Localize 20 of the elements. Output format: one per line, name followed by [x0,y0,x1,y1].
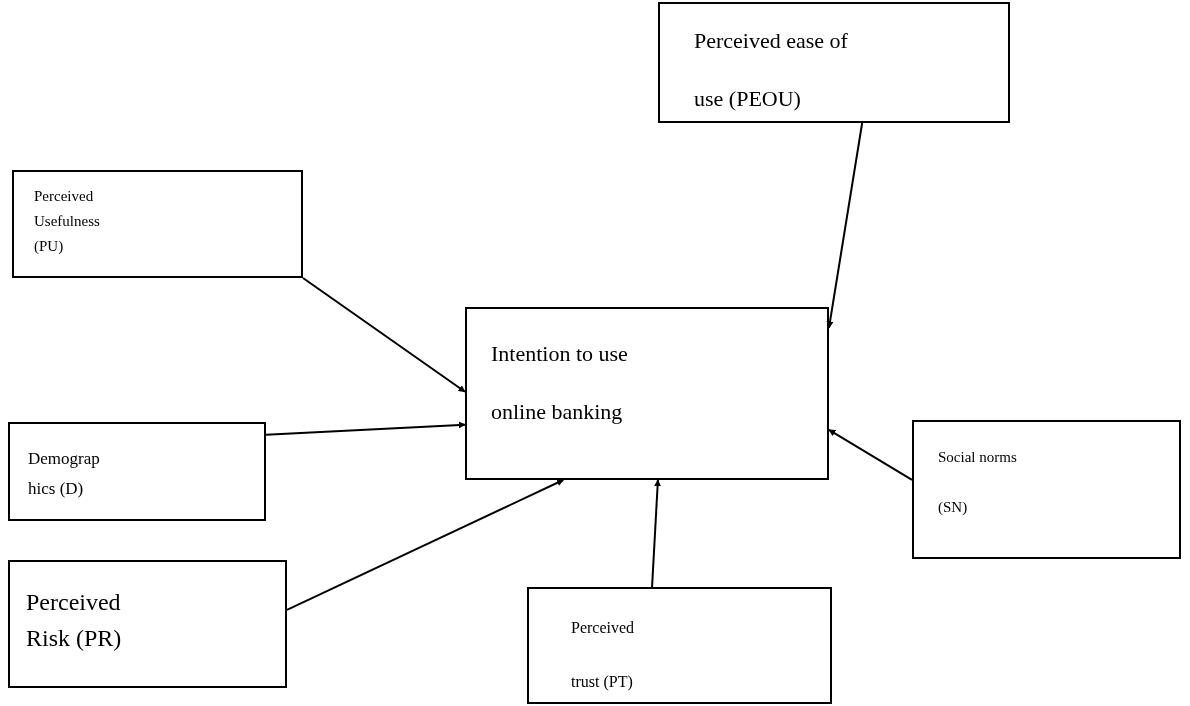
concept-box [912,420,1181,559]
concept-box [8,422,266,521]
box-text: Perceived ease of use (PEOU) [694,27,849,113]
concept-box [465,307,829,480]
box-text: Perceived trust (PT) [571,618,636,693]
box-text: Perceived Usefulness (PU) [34,187,101,256]
box-text: Intention to use online banking [491,340,629,426]
concept-box [658,2,1010,123]
arrow [286,479,565,611]
box-text: Demograp hics (D) [28,448,101,500]
box-text: Perceived Risk (PR) [26,588,123,653]
concept-box [12,170,303,278]
arrow [302,277,466,393]
box-text: Social norms (SN) [938,448,1018,517]
arrow [265,421,466,436]
concept-box [8,560,287,688]
arrow [828,428,913,481]
arrow [826,122,864,329]
arrow [651,479,662,588]
concept-box [527,587,832,704]
